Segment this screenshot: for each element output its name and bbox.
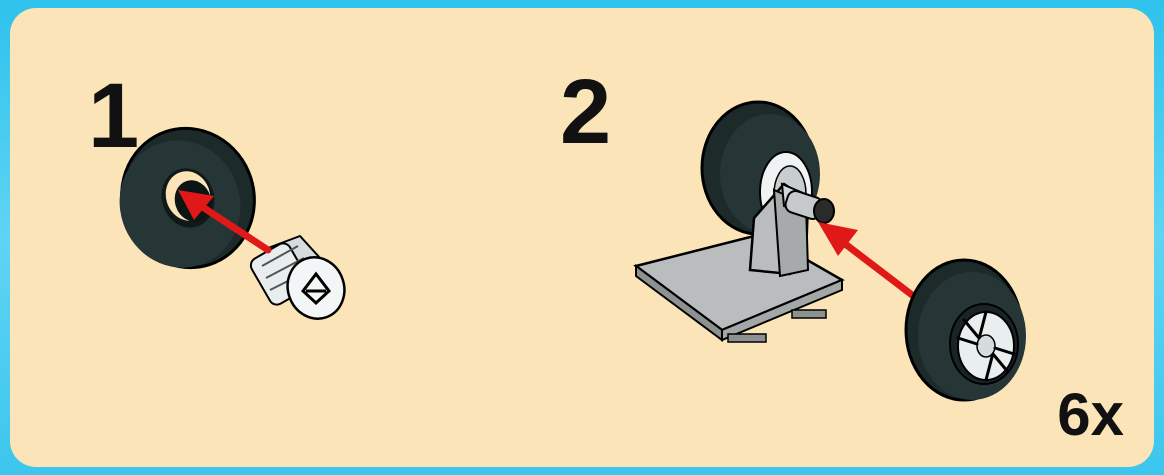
step-2-plate [636,234,842,342]
quantity-label: 6x [1057,385,1124,445]
instruction-panel: 1 2 [10,8,1154,467]
assembly-illustration [10,8,1154,467]
step-2-wheel [906,260,1026,400]
